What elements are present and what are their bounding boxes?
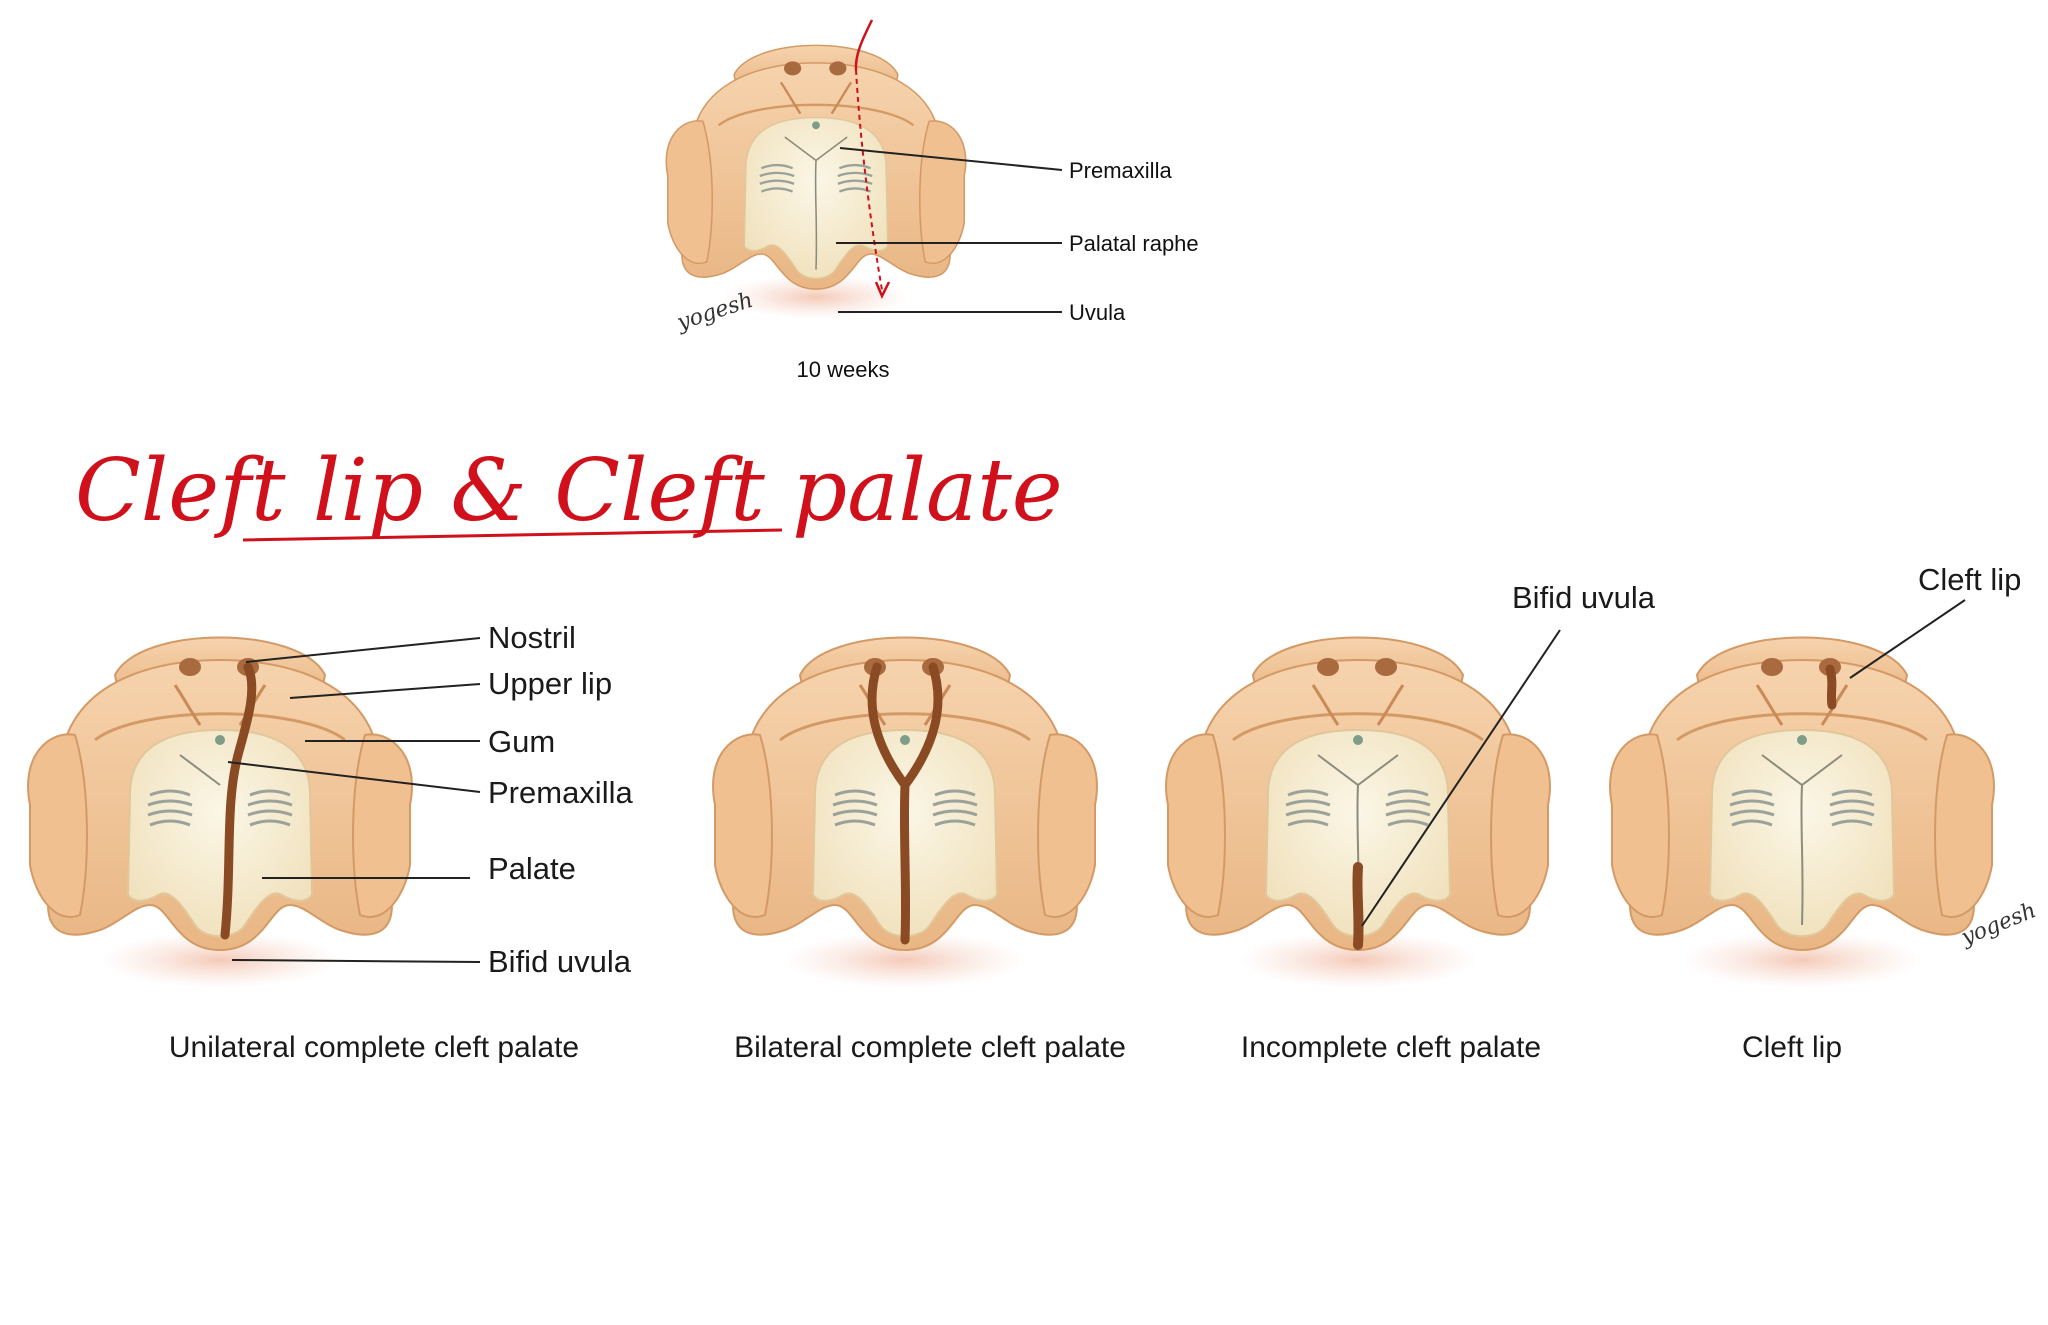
top-palate-illustration [665,44,967,320]
leader-bifid-uvula-1 [231,959,481,963]
top-signature: yogesh [673,288,756,336]
label-top-uvula: Uvula [1069,300,1126,325]
label-bifid-uvula-2: Bifid uvula [1512,580,1656,615]
leader-cleft-lip [1849,599,1966,679]
label-premaxilla: Premaxilla [488,775,633,810]
caption-incomplete: Incomplete cleft palate [1241,1031,1541,1064]
leader-nostril [245,637,481,663]
handwritten-title: Cleft lip & Cleft palate [75,441,1063,541]
label-upper-lip: Upper lip [488,666,612,701]
label-gum: Gum [488,724,555,759]
panel-bilateral-illustration [711,636,1099,990]
label-top-palatal-raphe: Palatal raphe [1069,231,1199,256]
leader-top-premaxilla [839,147,1063,171]
caption-bilateral: Bilateral complete cleft palate [734,1031,1126,1064]
label-cleft-lip: Cleft lip [1918,562,2021,597]
caption-10-weeks: 10 weeks [797,357,890,382]
leader-upper-lip [289,683,481,699]
label-top-premaxilla: Premaxilla [1069,158,1172,183]
leader-bifid-uvula-2 [1361,629,1561,927]
leader-premaxilla [227,761,481,793]
label-palate: Palate [488,851,576,886]
panel-cleft-lip-illustration [1608,636,1996,990]
label-bifid-uvula-1: Bifid uvula [488,944,632,979]
panel-incomplete-illustration [1164,636,1552,990]
caption-cleft-lip: Cleft lip [1742,1031,1842,1064]
label-nostril: Nostril [488,620,576,655]
caption-unilateral: Unilateral complete cleft palate [169,1031,579,1064]
panel-unilateral-illustration [26,636,414,990]
title-underline [242,528,783,542]
red-arrow-annotation [854,19,891,299]
